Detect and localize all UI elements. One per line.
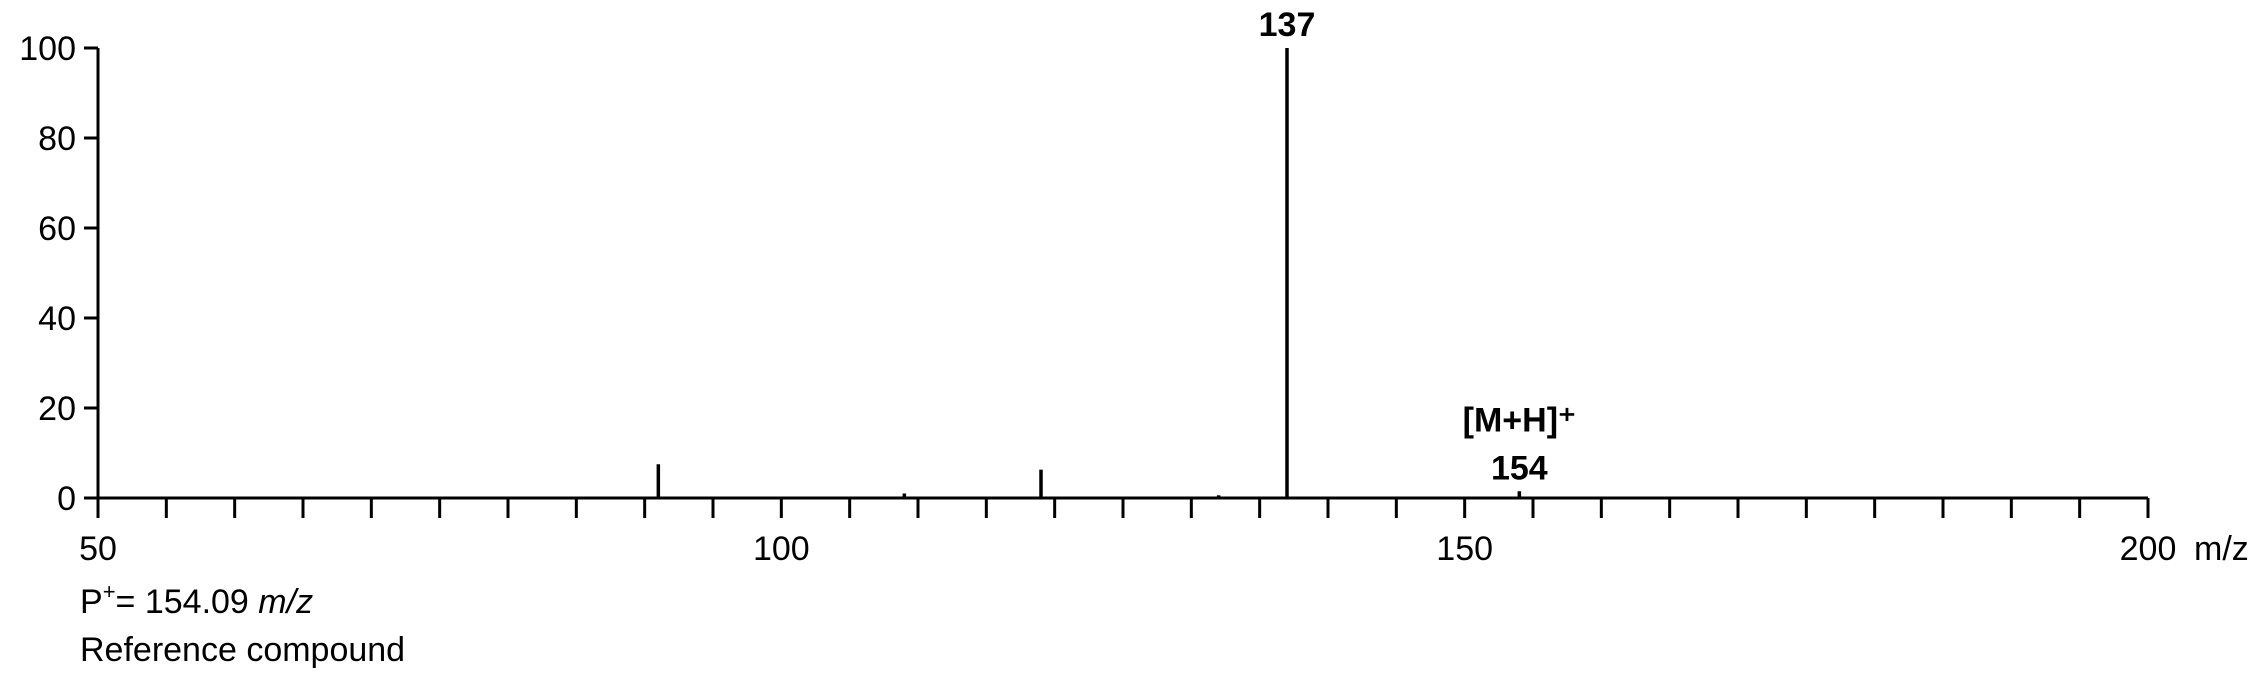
peak-label: 137 [1259,6,1316,44]
x-tick-label: 150 [1436,530,1493,568]
peak-label: [M+H]⁺ [1463,401,1576,439]
y-tick-label: 20 [38,390,76,428]
peak-labels: 137 [M+H]⁺ 154 [1259,6,1576,487]
x-tick-label: 50 [79,530,117,568]
peak-bars [656,48,1522,498]
y-tick-label: 80 [38,120,76,158]
precursor-symbol: P [80,583,103,621]
precursor-value: = 154.09 [115,583,259,621]
chart-axes: 0 20 40 60 80 100 50 100 150 200 m/z [19,30,2249,568]
precursor-note: P+= 154.09 m/z [80,579,314,622]
precursor-charge: + [102,579,116,604]
x-axis-label: m/z [2194,530,2249,568]
peak-label: 154 [1491,449,1548,487]
precursor-unit: m/z [258,583,314,621]
y-tick-label: 40 [38,300,76,338]
y-tick-label: 0 [57,480,76,518]
reference-compound-note: Reference compound [80,631,406,669]
x-tick-label: 200 [2120,530,2177,568]
y-tick-label: 100 [19,30,76,68]
x-tick-label: 100 [753,530,810,568]
y-tick-label: 60 [38,210,76,248]
